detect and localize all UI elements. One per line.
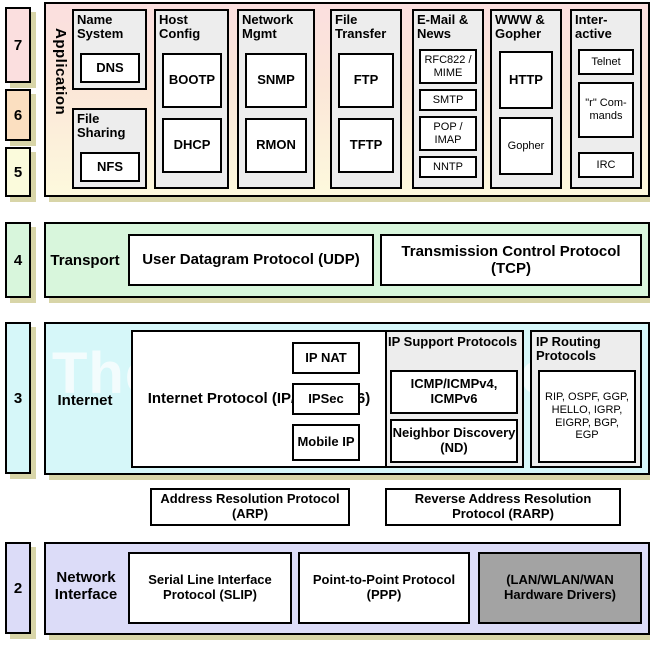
protocol-r-commands: "r" Com-mands [578,82,634,138]
internet-layer-label: Internet [57,392,113,409]
protocol-ftp: FTP [338,53,394,108]
protocol-telnet: Telnet [578,49,634,75]
protocol-rmon: RMON [245,118,307,173]
group-title-ip-support-protocols: IP Support Protocols [388,334,518,349]
protocol-icmp: ICMP/ICMPv4, ICMPv6 [390,370,518,414]
protocol-gopher: Gopher [499,117,553,175]
group-title-www-gopher: WWW & Gopher [495,12,545,42]
protocol-pop-imap: POP / IMAP [419,116,477,151]
layer-number-5: 5 [5,147,31,197]
protocol-dhcp: DHCP [162,118,222,173]
protocol-ppp: Point-to-Point Protocol (PPP) [298,552,470,624]
group-title-host-config: Host Config [159,12,201,42]
group-title-name-system: Name System [77,12,124,42]
protocol-tcp: Transmission Control Protocol (TCP) [380,234,642,286]
protocol-smtp: SMTP [419,89,477,111]
protocol-hardware-drivers: (LAN/WLAN/WAN Hardware Drivers) [478,552,642,624]
group-title-network-mgmt: Network Mgmt [242,12,294,42]
protocol-neighbor-discovery: Neighbor Discovery (ND) [390,419,518,463]
group-title-ip-routing-protocols: IP Routing Protocols [536,334,601,364]
protocol-nntp: NNTP [419,156,477,178]
protocol-irc: IRC [578,152,634,178]
layer-number-6: 6 [5,89,31,141]
layer-number-2: 2 [5,542,31,634]
protocol-tftp: TFTP [338,118,394,173]
protocol-ipsec: IPSec [292,383,360,415]
protocol-bootp: BOOTP [162,53,222,108]
protocol-snmp: SNMP [245,53,307,108]
group-title-interactive: Inter-active [575,12,612,42]
protocol-arp: Address Resolution Protocol (ARP) [150,488,350,526]
layer-number-3: 3 [5,322,31,474]
protocol-rfc822-mime: RFC822 / MIME [419,49,477,84]
group-title-file-transfer: File Transfer [335,12,387,42]
protocol-rarp: Reverse Address Resolution Protocol (RAR… [385,488,621,526]
network-interface-layer-label: Network Interface [54,569,118,604]
protocol-slip: Serial Line Interface Protocol (SLIP) [128,552,292,624]
protocol-http: HTTP [499,51,553,109]
protocol-udp: User Datagram Protocol (UDP) [128,234,374,286]
application-layer-label: Application [52,28,69,116]
protocol-mobile-ip: Mobile IP [292,424,360,461]
protocol-dns: DNS [80,53,140,83]
protocol-routing-list: RIP, OSPF, GGP, HELLO, IGRP, EIGRP, BGP,… [538,370,636,463]
layer-number-4: 4 [5,222,31,298]
group-title-file-sharing: File Sharing [77,111,126,141]
layer-number-7: 7 [5,7,31,83]
group-title-email-news: E-Mail & News [417,12,469,42]
protocol-nfs: NFS [80,152,140,182]
protocol-ip-nat: IP NAT [292,342,360,374]
transport-layer-label: Transport [50,252,120,269]
